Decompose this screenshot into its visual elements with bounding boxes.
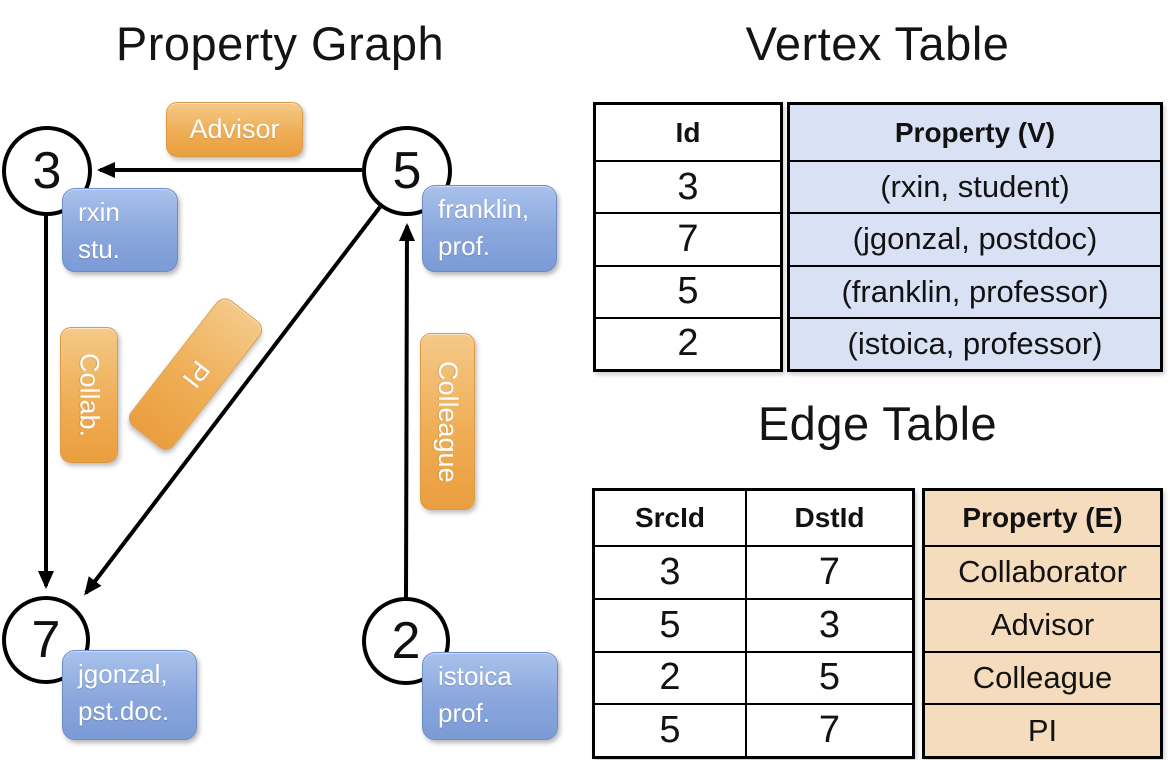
edge-table-property-cell: Advisor [925,597,1160,651]
vertex-property-line: prof. [438,230,491,261]
vertex-table-title: Vertex Table [745,17,1010,70]
edge-table-dst-cell: 3 [745,597,912,651]
edge-label-advisor: Advisor [166,102,303,157]
edge-table-id-columns: SrcId DstId 3 7 5 3 2 5 5 7 [592,488,915,759]
vertex-property-line: prof. [438,697,491,728]
edge-table-property-cell: Colleague [925,650,1160,704]
edge-label-text: Collab. [74,352,105,438]
vertex-property-line: istoica [438,661,512,691]
edge-label-colleague: Colleague [420,333,475,510]
vertex-table-id-cell: 3 [596,160,780,212]
edge-table-property-header: Property (E) [962,502,1123,533]
edge-label-text: Colleague [433,360,463,483]
vertex-property-box-istoica: istoica prof. [422,652,558,740]
edge-table-src-cell: 2 [595,650,745,704]
edge-table-dst-cell: 5 [745,650,912,704]
vertex-table-id-column: Id 3 7 5 2 [593,102,783,372]
edge-table-src-cell: 5 [595,703,745,756]
vertex-property-box-jgonzal: jgonzal, pst.doc. [62,650,197,740]
edge-table-property-cell: Collaborator [925,545,1160,598]
vertex-table-property-header: Property (V) [894,116,1056,148]
vertex-table-property-cell: (istoica, professor) [790,316,1160,369]
edge-table-dst-cell: 7 [745,703,912,756]
vertex-table-id-header: Id [675,116,701,148]
vertex-table-id-cell: 5 [596,264,780,317]
vertex-table-property-cell: (rxin, student) [790,160,1160,212]
edge-label-text: PI [176,355,216,394]
vertex-property-line: jgonzal, [78,659,168,689]
edge-colleague-line [398,223,415,598]
edge-label-collab: Collab. [60,327,118,463]
vertex-property-box-franklin: franklin, prof. [422,185,557,272]
vertex-table-property-cell: (jgonzal, postdoc) [790,212,1160,264]
vertex-table-property-cell: (franklin, professor) [790,264,1160,317]
vertex-table-id-cell: 2 [596,316,780,369]
edge-label-pi: PI [124,294,267,454]
vertex-property-line: rxin [78,197,120,227]
edge-table-dst-cell: 7 [745,545,912,598]
edge-table-property-cell: PI [925,703,1160,756]
vertex-node-5: 5 [362,126,452,216]
edge-label-text: Advisor [189,114,280,144]
vertex-table-property-column: Property (V) (rxin, student) (jgonzal, p… [787,102,1163,372]
edge-table-src-cell: 5 [595,597,745,651]
vertex-table-id-cell: 7 [596,212,780,264]
vertex-property-line: franklin, [438,194,530,224]
edge-table-src-cell: 3 [595,545,745,598]
vertex-property-box-rxin: rxin stu. [62,188,178,272]
edge-table-title: Edge Table [757,397,998,450]
edge-table-dstid-header: DstId [745,491,912,545]
vertex-property-line: stu. [78,233,120,264]
property-graph-title: Property Graph [115,17,445,70]
edge-table-srcid-header: SrcId [634,502,706,533]
vertex-node-3: 3 [2,126,92,216]
edge-table-property-column: Property (E) Collaborator Advisor Collea… [922,488,1163,759]
vertex-property-line: pst.doc. [78,695,170,726]
